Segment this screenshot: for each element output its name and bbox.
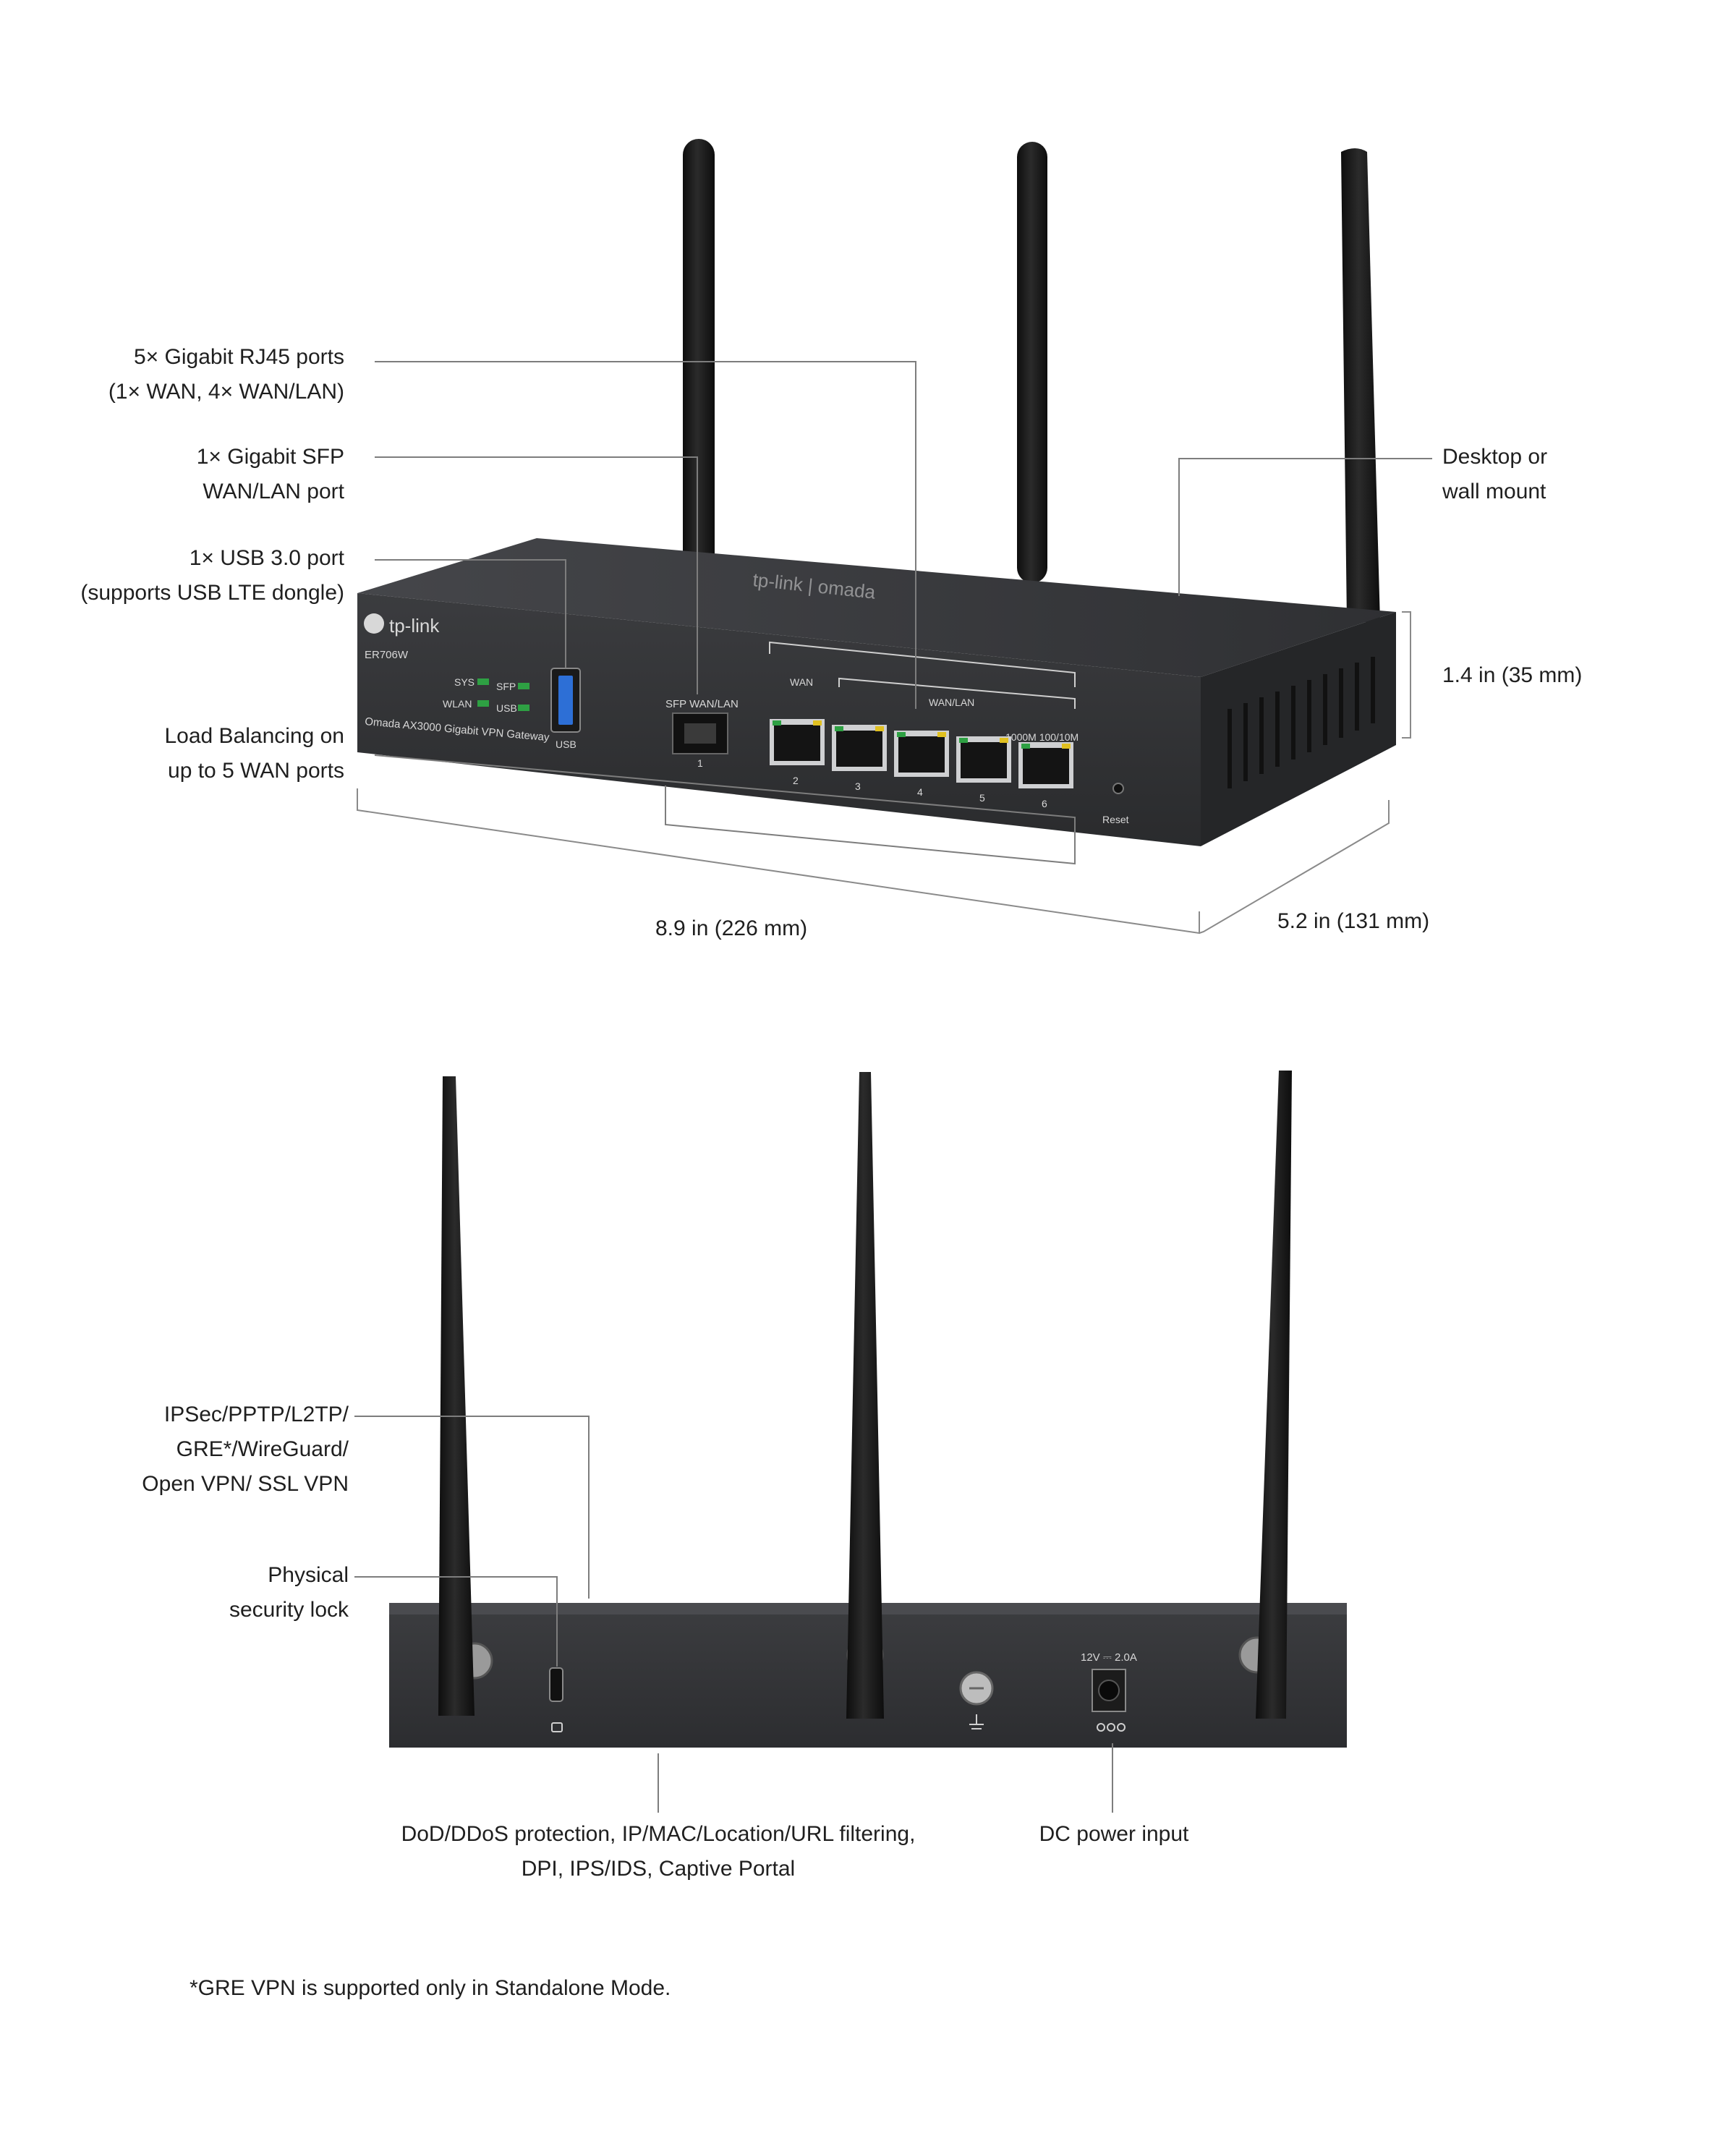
leader-mount — [1178, 458, 1432, 596]
usb-port-label: USB — [556, 739, 576, 750]
led-sfp-label: SFP — [496, 681, 516, 692]
dimension-height: 1.4 in (35 mm) — [1442, 663, 1583, 687]
callout-mount-line-1: Desktop or — [1442, 445, 1548, 469]
callout-load-balancing-line-1: Load Balancing on — [164, 724, 344, 748]
callout-usb-line-2: (supports USB LTE dongle) — [80, 581, 344, 605]
rear-device: 12V ⎓ 2.0A — [389, 1071, 1347, 1748]
front-leader-lines — [374, 361, 1432, 865]
callout-sfp-line-1: 1× Gigabit SFP — [196, 445, 344, 469]
leader-vpn — [354, 1416, 590, 1599]
lock-icon — [551, 1722, 563, 1732]
led-sys — [477, 678, 489, 685]
rj45-ports: 2 3 4 5 6 — [770, 719, 1073, 809]
device-side — [1201, 612, 1396, 846]
leader-sfp — [375, 456, 698, 694]
dimension-width: 8.9 in (226 mm) — [655, 916, 808, 940]
rear-antenna-left — [438, 1076, 475, 1716]
rj45-port-number: 5 — [979, 792, 985, 804]
rj45-port-number: 3 — [855, 780, 861, 792]
dimension-lines — [357, 611, 1411, 935]
callout-lock-line-2: security lock — [229, 1598, 349, 1622]
power-rating: 12V ⎓ 2.0A — [1081, 1651, 1137, 1664]
antenna-left — [683, 139, 715, 573]
speed-legend: 1000M 100/10M — [1005, 731, 1078, 743]
rj45-port-number: 6 — [1042, 798, 1047, 809]
security-lock-slot — [549, 1667, 563, 1702]
rj45-port: 2 — [770, 719, 825, 786]
callout-power-line-1: DC power input — [1039, 1822, 1189, 1846]
dim-width — [357, 788, 1200, 935]
antenna-right — [1341, 148, 1380, 622]
leader-usb — [375, 559, 566, 668]
rj45-port: 3 — [832, 725, 887, 792]
led-sfp — [518, 683, 529, 689]
rj45-port: 6 — [1018, 742, 1073, 809]
tp-link-logo-icon — [364, 613, 384, 634]
sfp-port-label: SFP WAN/LAN — [665, 698, 739, 710]
led-sys-label: SYS — [454, 676, 475, 688]
callout-load-balancing-line-2: up to 5 WAN ports — [168, 759, 344, 783]
callout-load-balancing: Load Balancing on up to 5 WAN ports — [164, 719, 344, 788]
callout-rj45-line-2: (1× WAN, 4× WAN/LAN) — [108, 380, 344, 404]
footnote: *GRE VPN is supported only in Standalone… — [190, 1976, 671, 2000]
antenna-middle — [1017, 142, 1047, 583]
callout-security-lock: Physical security lock — [229, 1558, 349, 1627]
callout-vpn-line-3: Open VPN/ SSL VPN — [142, 1472, 349, 1496]
dim-height — [1402, 611, 1411, 739]
device-top — [357, 538, 1396, 677]
callout-vpn: IPSec/PPTP/L2TP/ GRE*/WireGuard/ Open VP… — [142, 1397, 349, 1502]
callout-security-features: DoD/DDoS protection, IP/MAC/Location/URL… — [362, 1817, 955, 1886]
rj45-port: 5 — [956, 736, 1011, 804]
device-brand: tp-link — [389, 615, 440, 637]
sfp-port: SFP WAN/LAN 1 — [665, 698, 739, 769]
device-model: ER706W — [365, 649, 409, 661]
callout-sfp-line-2: WAN/LAN port — [203, 480, 344, 503]
leader-load-balancing — [374, 754, 1076, 865]
callout-vpn-line-1: IPSec/PPTP/L2TP/ — [163, 1403, 349, 1426]
sfp-port-number: 1 — [697, 757, 703, 769]
wanlan-group-label: WAN/LAN — [929, 697, 974, 708]
led-wlan-label: WLAN — [443, 698, 472, 710]
callout-vpn-line-2: GRE*/WireGuard/ — [176, 1437, 349, 1461]
side-vents — [1227, 657, 1375, 788]
leader-lock — [354, 1576, 558, 1667]
callout-mount-line-2: wall mount — [1442, 480, 1546, 503]
rear-leader-lines — [354, 1416, 1113, 1813]
rj45-port: 4 — [894, 731, 949, 798]
front-device: tp-link ER706W tp-link | omada Omada AX3… — [357, 139, 1396, 846]
callout-sfp-port: 1× Gigabit SFP WAN/LAN port — [197, 440, 344, 509]
callout-usb-port: 1× USB 3.0 port (supports USB LTE dongle… — [80, 541, 344, 610]
reset-label: Reset — [1102, 814, 1129, 825]
usb-port: USB — [550, 668, 581, 750]
led-wlan — [477, 700, 489, 707]
callout-mount: Desktop or wall mount — [1442, 440, 1547, 509]
rj45-port-number: 4 — [917, 786, 923, 798]
dimension-depth: 5.2 in (131 mm) — [1277, 909, 1430, 933]
callout-security-line-1: DoD/DDoS protection, IP/MAC/Location/URL… — [401, 1822, 916, 1846]
led-usb-label: USB — [496, 702, 517, 714]
wan-group-label: WAN — [790, 676, 813, 688]
callout-rj45-line-1: 5× Gigabit RJ45 ports — [134, 345, 344, 369]
ground-icon — [969, 1714, 984, 1729]
rear-antenna-middle — [846, 1072, 884, 1719]
dim-depth — [1199, 800, 1390, 934]
rj45-port-number: 2 — [793, 775, 799, 786]
leader-rj45 — [375, 361, 916, 709]
reset-button — [1112, 783, 1124, 794]
callout-security-line-2: DPI, IPS/IDS, Captive Portal — [521, 1857, 796, 1881]
callout-dc-power: DC power input — [998, 1817, 1230, 1852]
callout-usb-line-1: 1× USB 3.0 port — [189, 546, 344, 570]
rear-antenna-right — [1256, 1071, 1292, 1719]
led-usb — [518, 705, 529, 711]
status-leds: SYS SFP WLAN USB — [443, 676, 529, 714]
polarity-icon — [1097, 1723, 1126, 1732]
callout-rj45-ports: 5× Gigabit RJ45 ports (1× WAN, 4× WAN/LA… — [109, 340, 344, 409]
callout-lock-line-1: Physical — [268, 1563, 349, 1587]
